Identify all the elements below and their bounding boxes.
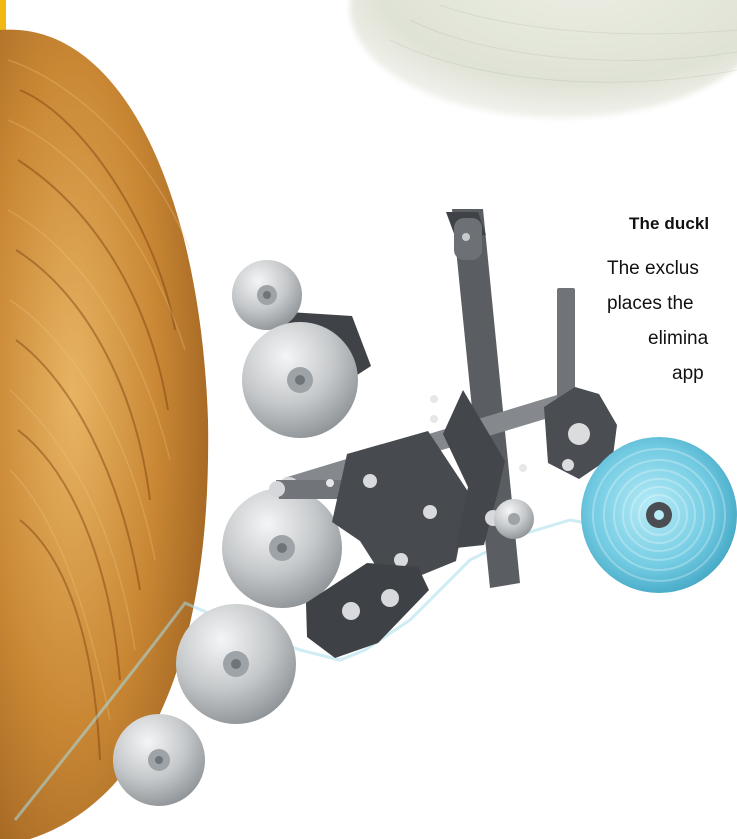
roller-lower-large — [176, 604, 296, 724]
roller-top-small — [232, 260, 302, 330]
roller-bottom-medium — [113, 714, 205, 806]
roller-top-large — [242, 322, 358, 438]
roller-middle-large — [222, 488, 342, 608]
straw-bale — [0, 30, 208, 839]
small-idler-roller — [494, 499, 534, 539]
net-roll — [581, 437, 737, 593]
frame-plate-center — [332, 431, 469, 588]
